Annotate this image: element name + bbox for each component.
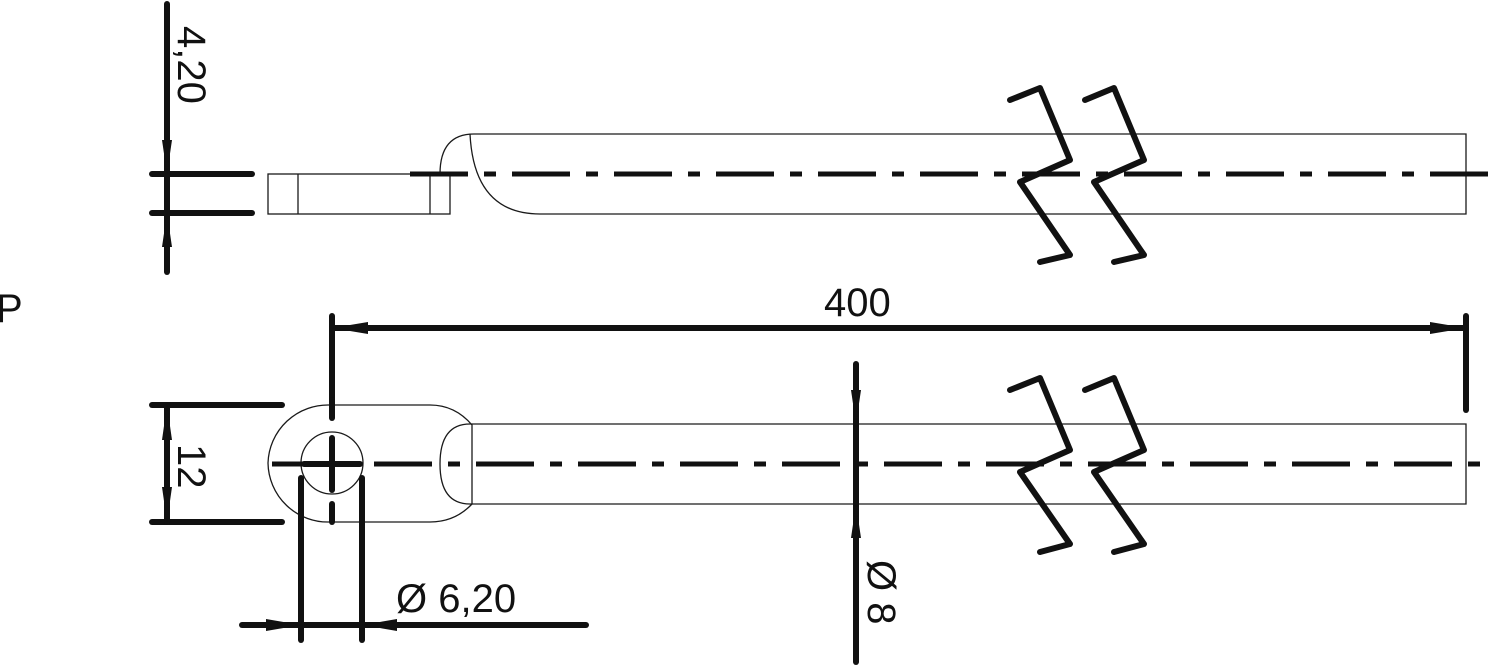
arrow-icon bbox=[362, 619, 397, 631]
arrow-icon bbox=[162, 487, 172, 522]
plan-view: 400 12 Ø 6,20 Ø 8 bbox=[149, 281, 1496, 665]
plan-rod-outline bbox=[439, 423, 1467, 505]
break-mark bbox=[1007, 375, 1073, 555]
side-rod-outline bbox=[439, 133, 1467, 215]
arrow-icon bbox=[1430, 322, 1466, 334]
break-mark bbox=[1082, 85, 1147, 265]
length-label: 400 bbox=[824, 281, 891, 325]
arrow-icon bbox=[162, 140, 172, 174]
thickness-label: 4,20 bbox=[169, 26, 213, 104]
arrow-icon bbox=[162, 213, 172, 247]
side-tab-outline bbox=[267, 173, 451, 215]
break-mark bbox=[1082, 375, 1147, 555]
arrow-icon bbox=[851, 390, 861, 424]
side-view: 4,20 bbox=[149, 1, 1496, 275]
rod-diameter-label: Ø 8 bbox=[859, 560, 903, 624]
arrow-icon bbox=[332, 322, 368, 334]
arrow-icon bbox=[162, 405, 172, 440]
hole-diameter-label: Ø 6,20 bbox=[396, 577, 516, 621]
width-label: 12 bbox=[169, 444, 213, 489]
arrow-icon bbox=[851, 504, 861, 538]
break-mark bbox=[1007, 85, 1073, 265]
arrow-icon bbox=[266, 619, 301, 631]
view-label: P bbox=[0, 287, 23, 331]
